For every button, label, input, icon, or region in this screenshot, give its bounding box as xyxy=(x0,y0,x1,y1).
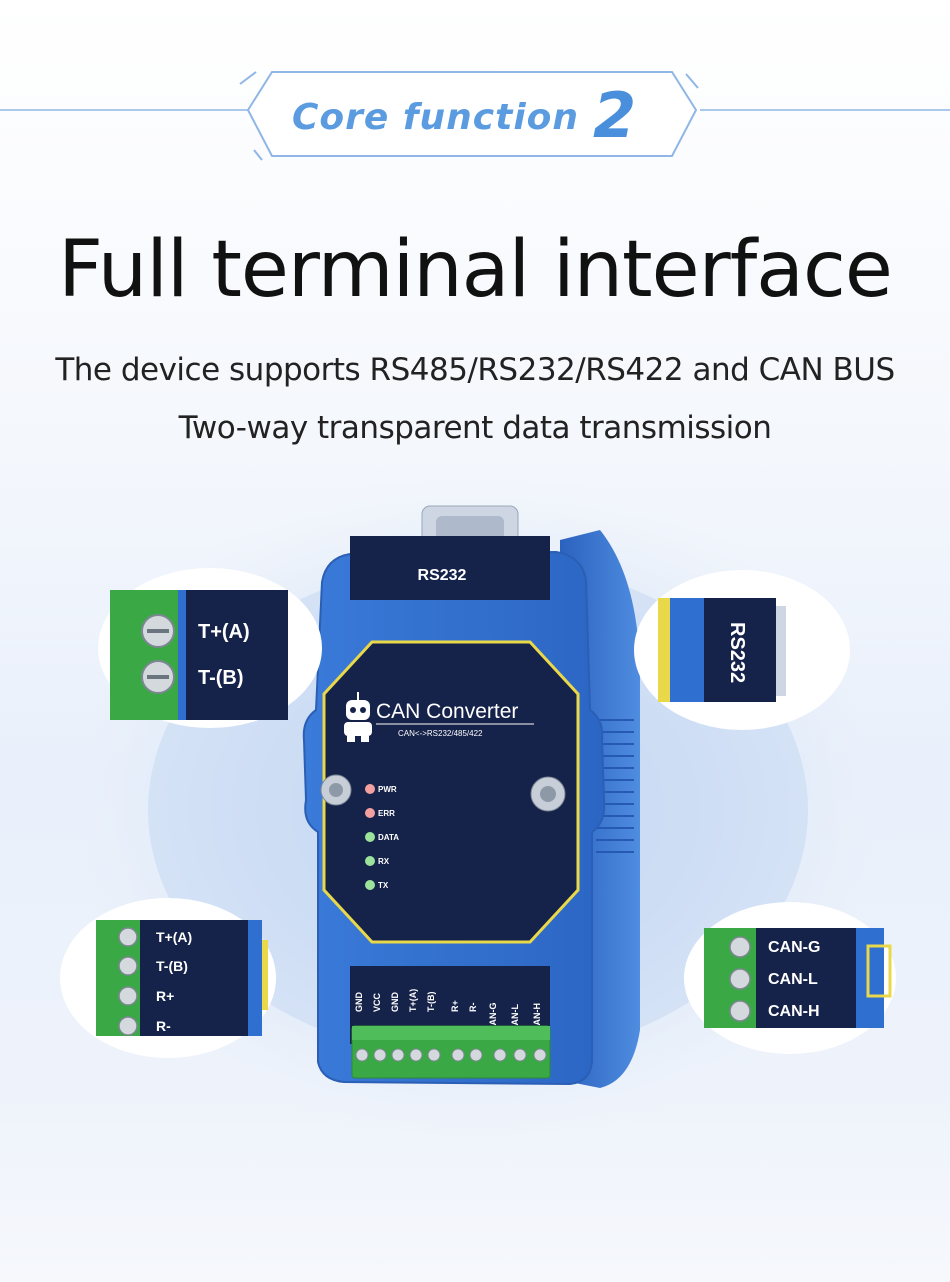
led-label: ERR xyxy=(378,809,395,818)
led-label: DATA xyxy=(378,833,399,842)
callout-top-right: RS232 xyxy=(634,570,850,730)
top-port-label: RS232 xyxy=(418,567,467,584)
top-port-label-strip xyxy=(350,536,550,600)
terminal-label: VCC xyxy=(372,992,382,1012)
terminal-block xyxy=(351,1025,551,1079)
page-title: Full terminal interface xyxy=(58,225,893,315)
terminal-label: R- xyxy=(468,1003,478,1013)
robot-logo-icon xyxy=(344,692,372,742)
terminal-label: T+(A) xyxy=(408,989,418,1012)
callout-label: CAN-L xyxy=(768,971,818,988)
callout-bottom-right: CAN-G CAN-L CAN-H xyxy=(684,902,896,1054)
led-pwr-icon xyxy=(365,784,375,794)
callout-label: RS232 xyxy=(726,622,748,683)
subtitle-supports: The device supports RS485/RS232/RS422 an… xyxy=(55,352,895,388)
callout-label: R- xyxy=(156,1018,171,1034)
mount-screw-left-icon xyxy=(320,774,352,806)
callout-label: T-(B) xyxy=(156,958,188,974)
core-function-label: Core function xyxy=(292,97,580,138)
terminal-label: R+ xyxy=(450,1000,460,1012)
terminal-label: GND xyxy=(354,992,364,1013)
terminal-label: CAN-H xyxy=(532,1003,542,1032)
callout-label: T+(A) xyxy=(198,621,250,643)
core-function-banner xyxy=(0,71,950,161)
led-rx-icon xyxy=(365,856,375,866)
subtitle-transmission: Two-way transparent data transmission xyxy=(178,410,772,446)
terminal-label: CAN-L xyxy=(510,1004,520,1032)
product-illustration: RS232 CAN Converter CAN<->RS232/485/422 … xyxy=(38,470,918,1150)
callout-label: R+ xyxy=(156,988,174,1004)
callout-top-left: T+(A) T-(B) xyxy=(98,568,322,728)
core-function-number: 2 xyxy=(593,79,637,152)
callout-label: CAN-H xyxy=(768,1003,820,1020)
mount-screw-right-icon xyxy=(530,776,566,812)
callout-label: CAN-G xyxy=(768,939,820,956)
led-data-icon xyxy=(365,832,375,842)
callout-bottom-left: T+(A) T-(B) R+ R- xyxy=(60,898,276,1058)
callout-label: T-(B) xyxy=(198,667,244,689)
led-err-icon xyxy=(365,808,375,818)
brand-name: CAN Converter xyxy=(376,700,518,723)
led-tx-icon xyxy=(365,880,375,890)
terminal-label: CAN-G xyxy=(488,1003,498,1033)
led-label: TX xyxy=(378,881,389,890)
brand-subtitle: CAN<->RS232/485/422 xyxy=(398,729,483,738)
led-label: PWR xyxy=(378,785,397,794)
terminal-label: T-(B) xyxy=(426,992,436,1013)
callout-label: T+(A) xyxy=(156,929,192,945)
led-label: RX xyxy=(378,857,390,866)
led-indicators: PWR ERR DATA RX TX xyxy=(365,784,399,890)
front-panel xyxy=(322,640,580,944)
terminal-label: GND xyxy=(390,992,400,1013)
